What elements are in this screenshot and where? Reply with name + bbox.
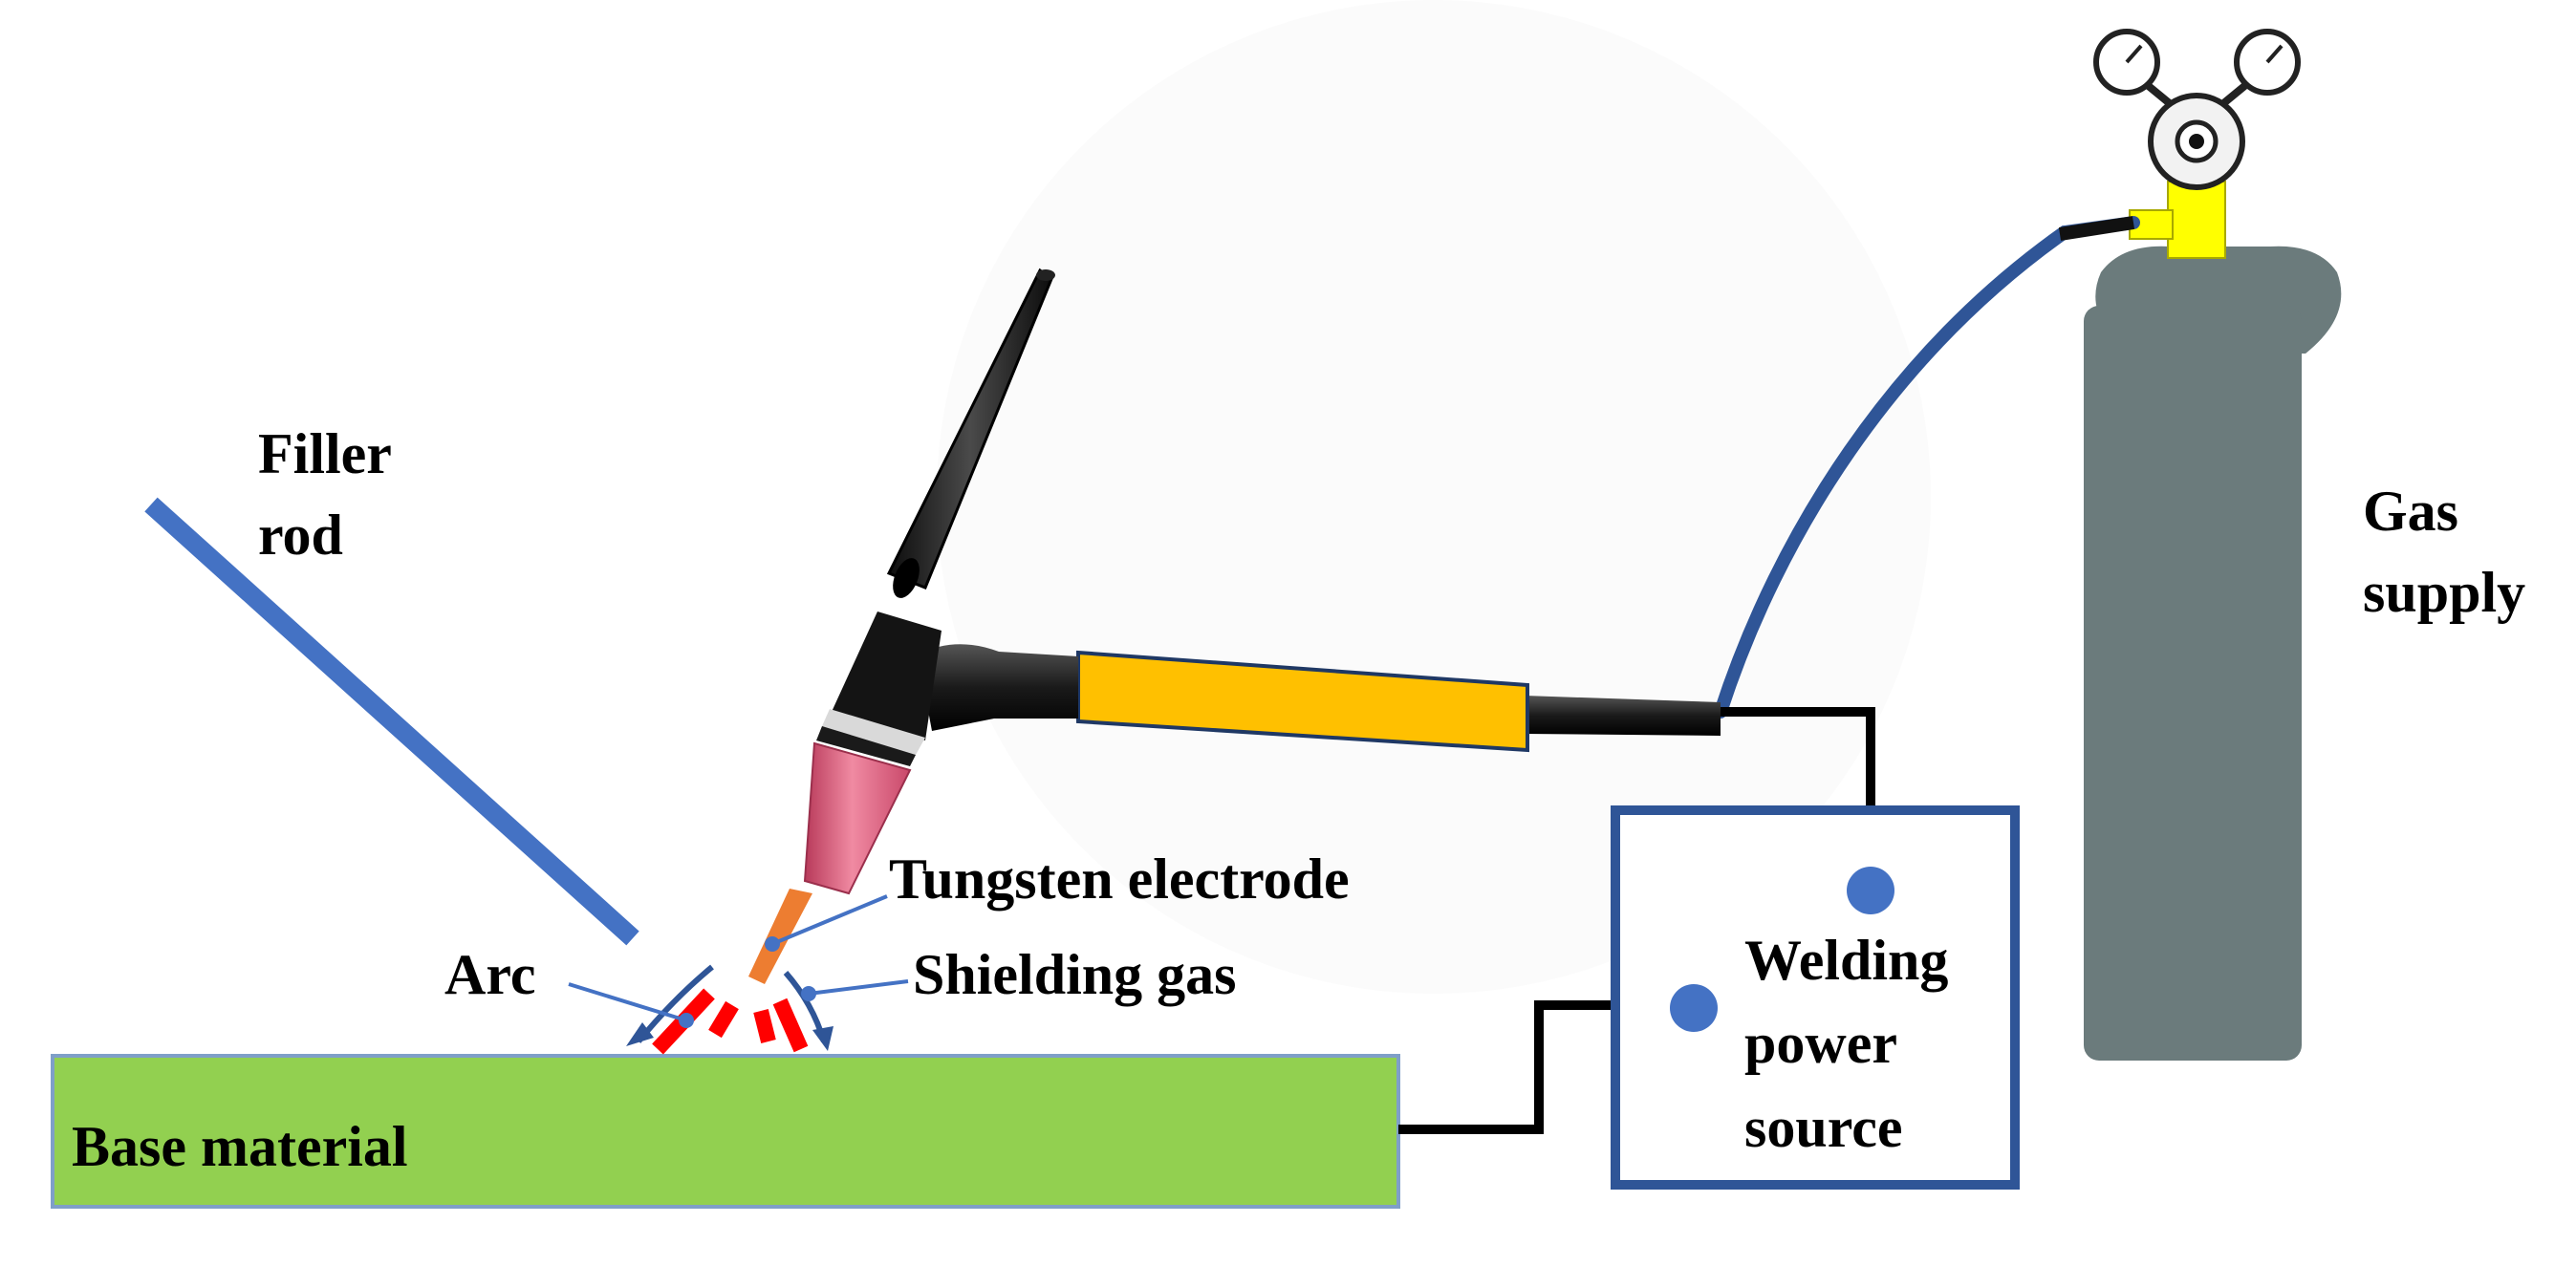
arc-zone — [626, 964, 833, 1055]
gas-cylinder: Gas supply — [2084, 29, 2525, 1061]
filler-rod-label-line1: Filler — [258, 422, 392, 485]
cylinder-body — [2084, 306, 2302, 1061]
gas-hose — [1714, 216, 2140, 719]
tungsten-electrode — [748, 889, 812, 984]
arc-callout-dot — [679, 1013, 694, 1028]
torch-head — [832, 612, 942, 740]
torch-rear-hose — [1525, 696, 1721, 736]
gas-supply-label-line1: Gas — [2363, 480, 2458, 543]
back-cap-tip — [1036, 269, 1055, 281]
right-gauge-needle — [2265, 44, 2284, 64]
tungsten-callout-dot — [765, 936, 780, 952]
torch-terminal — [1847, 867, 1894, 914]
welding-power-source: Welding power source — [1611, 805, 2020, 1190]
callouts — [568, 894, 909, 1028]
tig-torch — [748, 268, 1721, 984]
left-gauge-needle — [2125, 44, 2143, 64]
torch-neck — [918, 644, 1078, 731]
shielding-gas-arrow-left — [626, 1022, 654, 1046]
arc-stroke-3 — [753, 1009, 776, 1043]
regulator-inlet — [2129, 209, 2174, 240]
arc-stroke-4 — [772, 998, 809, 1053]
gas-supply-label-line2: supply — [2363, 561, 2525, 624]
base-material: Base material — [51, 1054, 1400, 1209]
power-source-label-line2: power — [1744, 1012, 1897, 1075]
arc-stroke-2 — [708, 1000, 739, 1039]
background-circle — [937, 0, 1931, 994]
shielding-gas-label: Shielding gas — [913, 943, 1236, 1006]
gas-hose-connector — [2058, 216, 2135, 241]
tungsten-electrode-label: Tungsten electrode — [889, 848, 1350, 911]
shielding-gas-callout-dot — [801, 986, 816, 1001]
filler-rod: Filler rod — [144, 422, 639, 946]
arc-leader-line — [568, 982, 687, 1022]
power-source-label-line3: source — [1744, 1096, 1903, 1159]
regulator-fitting — [2167, 181, 2226, 259]
shielding-gas-arrow-right — [812, 1026, 833, 1051]
shielding-gas-leader-line — [808, 979, 909, 996]
work-terminal — [1670, 984, 1718, 1032]
regulator-center — [2189, 134, 2204, 149]
back-cap-button — [893, 558, 920, 598]
filler-rod-label-line2: rod — [258, 504, 343, 567]
ceramic-cup — [803, 741, 912, 895]
arc-label: Arc — [444, 943, 536, 1006]
base-material-label: Base material — [72, 1115, 408, 1178]
filler-rod-bar — [144, 497, 639, 946]
tungsten-leader-line — [771, 894, 888, 946]
torch-insulator-ring — [822, 709, 925, 755]
power-source-label-line1: Welding — [1744, 929, 1948, 992]
torch-collar — [816, 726, 916, 766]
